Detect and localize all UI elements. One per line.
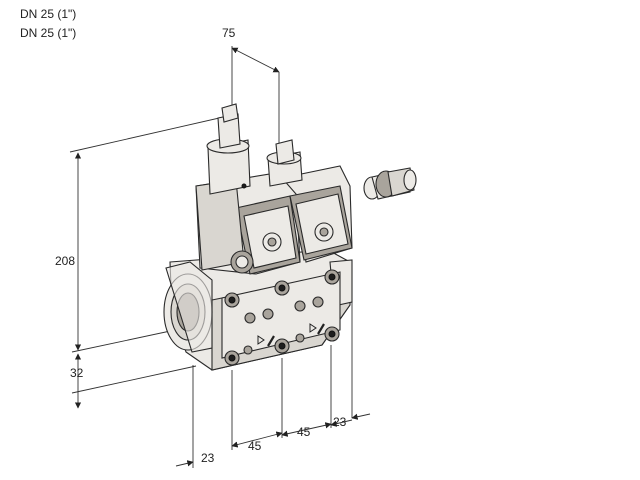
dimension-lines [69,46,371,468]
dim-side-offset: 23 [333,415,347,429]
dim-spacing-2: 45 [297,425,311,439]
dim-top-width: 75 [222,26,236,40]
valve-illustration [163,103,417,371]
dim-spacing-1: 45 [248,439,262,453]
header-line-2: DN 25 (1") [20,26,77,40]
header-line-1: DN 25 (1") [20,7,77,21]
dim-height: 208 [55,254,75,268]
cable-gland [363,167,417,200]
dim-base-offset: 23 [201,451,215,465]
body-screws [224,269,340,366]
dim-bottom-height: 32 [70,366,84,380]
